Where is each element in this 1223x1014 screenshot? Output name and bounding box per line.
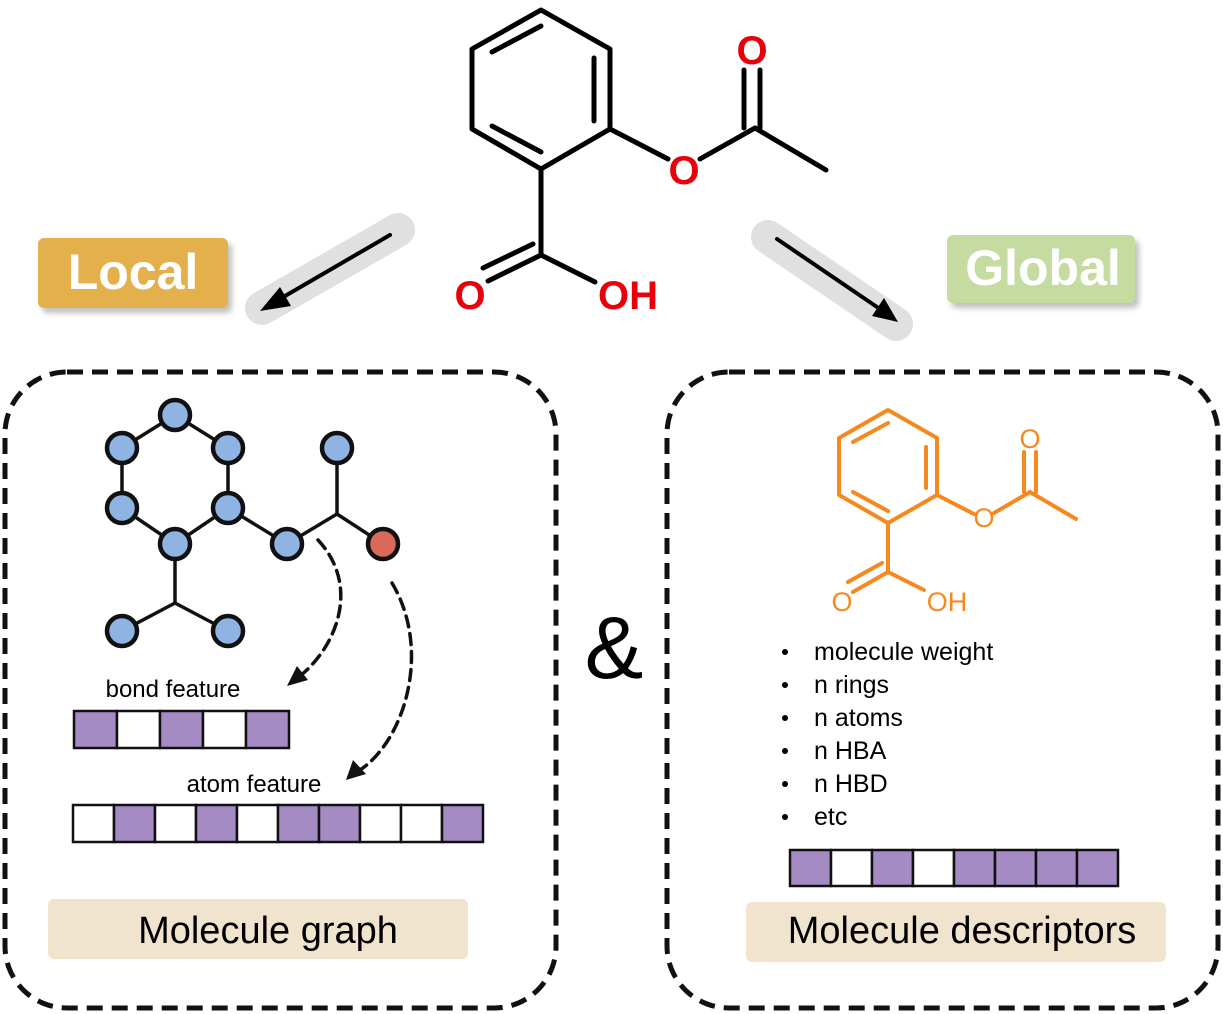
local-badge: Local [38, 238, 228, 308]
descriptor-item: etc [814, 803, 847, 831]
bond [538, 252, 598, 285]
bond [886, 570, 926, 592]
bullet [782, 682, 788, 688]
global-panel [664, 369, 1221, 1011]
acid-double-bond [480, 241, 536, 271]
bond [1028, 490, 1078, 521]
feature-cell-filled [72, 709, 119, 750]
local-label: Local [68, 244, 199, 300]
feature-cell-filled [788, 848, 833, 888]
molecule-descriptors-caption-text: Molecule descriptors [788, 910, 1136, 952]
atom-label-carbonyl-o: O [736, 29, 767, 73]
arrow-to-global [751, 220, 913, 341]
graph-node [210, 613, 246, 649]
graph-node-highlighted [365, 526, 401, 562]
ampersand: & [585, 598, 644, 697]
orange-atom-label-acid-o: O [831, 587, 852, 617]
atom-label-acid-oh: OH [598, 274, 658, 318]
benzene-ring [469, 7, 613, 172]
feature-cell-filled [244, 709, 291, 750]
feature-cell-filled [993, 848, 1038, 888]
acid-double-bond [846, 561, 884, 584]
orange-atom-label-ester-o: O [973, 503, 994, 533]
bond [607, 126, 671, 162]
molecule-graph-caption: Molecule graph [48, 899, 468, 959]
feature-cell-empty [235, 803, 280, 844]
graph-node [104, 430, 140, 466]
graph-node [157, 526, 193, 562]
feature-cell-empty [829, 848, 874, 888]
bullet [782, 715, 788, 721]
graph-node [104, 490, 140, 526]
bond [992, 490, 1032, 515]
aspirin-molecule-orange [837, 408, 1078, 594]
feature-cell-empty [153, 803, 198, 844]
local-panel [2, 369, 559, 1011]
descriptor-item: molecule weight [814, 638, 993, 666]
feature-cell-filled [1034, 848, 1079, 888]
atom-feature-label: atom feature [187, 771, 322, 798]
ring-double-bond [489, 23, 544, 55]
graph-node [157, 397, 193, 433]
ring-double-bond [851, 490, 890, 513]
orange-atom-label-acid-oh: OH [927, 587, 968, 617]
feature-cell-filled [440, 803, 485, 844]
bond-feature-vector [72, 709, 291, 750]
feature-cell-filled [194, 803, 239, 844]
feature-cell-filled [952, 848, 997, 888]
global-badge: Global [947, 235, 1135, 303]
bullet [782, 814, 788, 820]
orange-atom-label-carbonyl-o: O [1019, 424, 1040, 454]
arrow-to-local [245, 213, 415, 325]
bond [935, 493, 976, 516]
atom-feature-arrowhead [346, 760, 366, 780]
descriptor-item: n HBD [814, 770, 888, 798]
feature-cell-filled [112, 803, 157, 844]
acid-double-bond [851, 570, 890, 594]
ring-double-bond [489, 123, 544, 155]
bullet [782, 649, 788, 655]
graph-node [104, 613, 140, 649]
descriptor-vector [788, 848, 1120, 888]
descriptor-item: n rings [814, 671, 889, 699]
graph-node [319, 430, 355, 466]
molecule-graph [104, 397, 414, 780]
atom-label-acid-o: O [454, 274, 485, 318]
feature-cell-empty [399, 803, 444, 844]
bullet [782, 748, 788, 754]
aspirin-molecule [469, 7, 829, 285]
descriptor-list: molecule weight n rings n atoms n HBA n … [782, 638, 993, 831]
molecule-descriptors-caption: Molecule descriptors [746, 902, 1166, 962]
ring-double-bond [851, 421, 890, 444]
atom-feature-arrow [358, 581, 414, 772]
bond [697, 125, 758, 162]
global-label: Global [965, 240, 1121, 296]
feature-cell-filled [276, 803, 321, 844]
feature-cell-filled [870, 848, 915, 888]
feature-cell-empty [358, 803, 403, 844]
feature-cell-filled [158, 709, 205, 750]
bond-feature-arrow [298, 538, 343, 678]
feature-cell-empty [115, 709, 162, 750]
feature-cell-filled [1075, 848, 1120, 888]
bond-feature-arrowhead [287, 666, 308, 686]
feature-cell-empty [911, 848, 956, 888]
graph-node [269, 526, 305, 562]
feature-cell-empty [201, 709, 248, 750]
acid-double-bond [485, 252, 544, 284]
benzene-ring [837, 408, 939, 525]
bond [752, 125, 829, 173]
descriptor-item: n atoms [814, 704, 903, 732]
graph-node [210, 430, 246, 466]
bond-feature-label: bond feature [106, 676, 241, 703]
feature-cell-empty [71, 803, 116, 844]
descriptor-item: n HBA [814, 737, 887, 765]
graph-node [210, 490, 246, 526]
atom-feature-vector [71, 803, 485, 844]
bullet [782, 781, 788, 787]
molecule-graph-caption-text: Molecule graph [138, 910, 398, 952]
feature-cell-filled [317, 803, 362, 844]
atom-label-ester-o: O [668, 149, 699, 193]
